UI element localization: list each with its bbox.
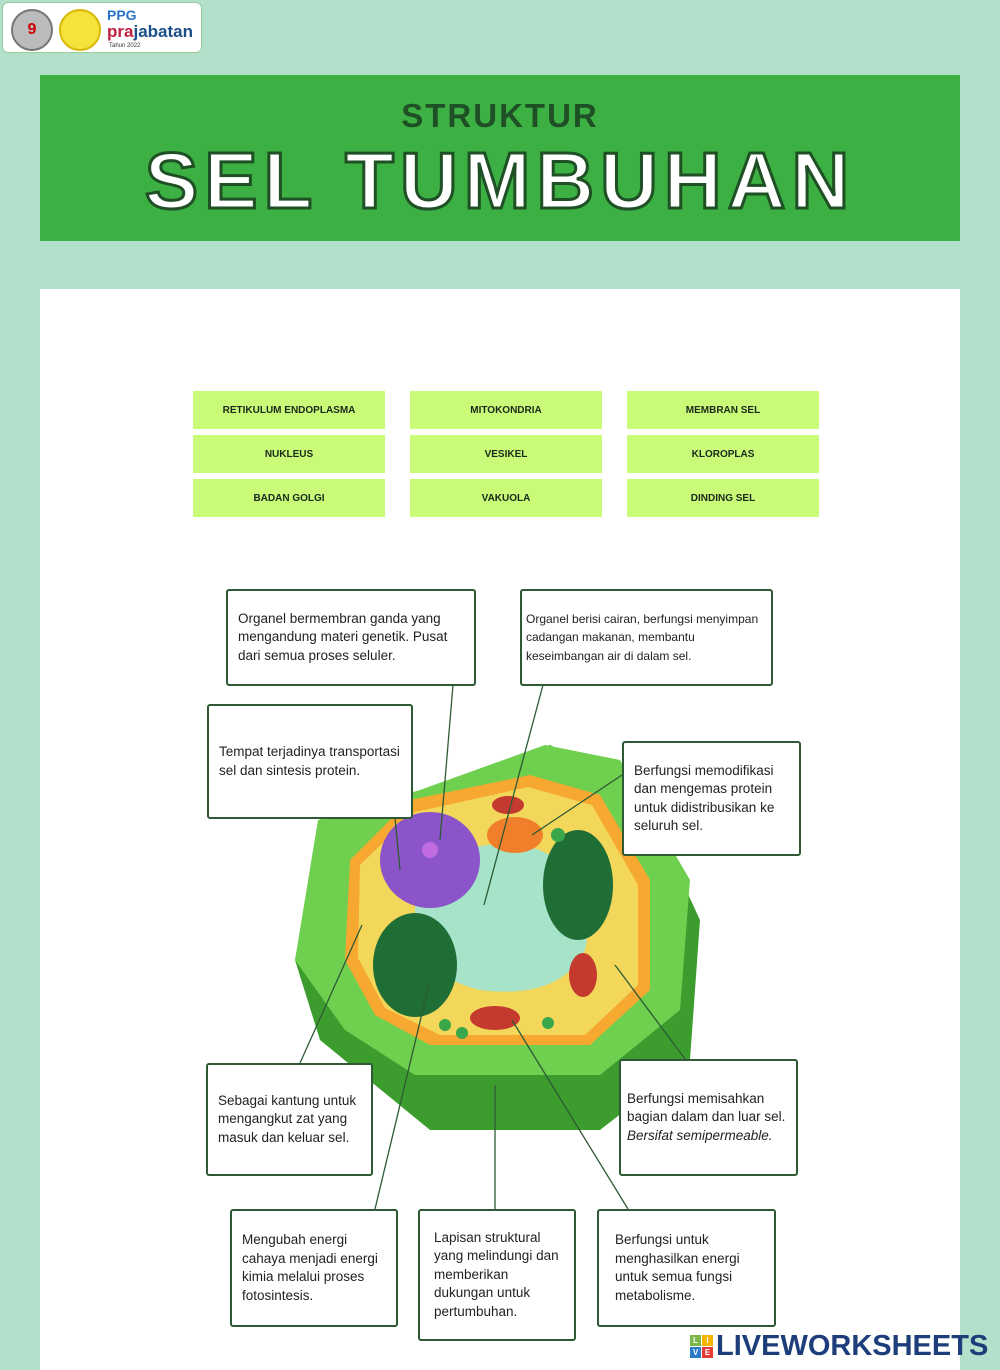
option-vesikel[interactable]: VESIKEL	[410, 435, 602, 473]
page-title: SEL TUMBUHAN	[143, 135, 856, 227]
leader-lines	[299, 684, 686, 1210]
ppg-text: PPG	[107, 7, 137, 23]
nucleolus	[422, 842, 438, 858]
ppg-logo: 9 PPG prajabatan Tahun 2022	[2, 2, 202, 53]
year-text: Tahun 2022	[109, 43, 141, 49]
drop-box-mitokondria[interactable]: Berfungsi untuk menghasilkan energi untu…	[597, 1209, 776, 1327]
drop-box-membran-sel[interactable]: Berfungsi memisahkan bagian dalam dan lu…	[619, 1059, 798, 1176]
drop-box-nukleus[interactable]: Organel bermembran ganda yang mengandung…	[226, 589, 476, 686]
option-vakuola[interactable]: VAKUOLA	[410, 479, 602, 517]
vesicle	[456, 1027, 468, 1039]
drop-box-dinding-sel[interactable]: Lapisan struktural yang melindungi dan m…	[418, 1209, 576, 1341]
mitochondrion	[569, 953, 597, 997]
option-badan-golgi[interactable]: BADAN GOLGI	[193, 479, 385, 517]
drop-box-kloroplas[interactable]: Mengubah energi cahaya menjadi energi ki…	[230, 1209, 398, 1327]
drop-box-vakuola[interactable]: Organel berisi cairan, berfungsi menyimp…	[520, 589, 773, 686]
title-banner: STRUKTUR SEL TUMBUHAN	[40, 75, 960, 241]
institution-seal	[59, 9, 101, 51]
nucleus	[380, 812, 480, 908]
golgi-body	[487, 817, 543, 853]
mitochondrion	[492, 796, 524, 814]
mitochondrion	[470, 1006, 520, 1030]
option-membran-sel[interactable]: MEMBRAN SEL	[627, 391, 819, 429]
option-kloroplas[interactable]: KLOROPLAS	[627, 435, 819, 473]
option-nukleus[interactable]: NUKLEUS	[193, 435, 385, 473]
prajabatan-text: prajabatan	[107, 22, 193, 41]
drop-box-vesikel[interactable]: Sebagai kantung untuk mengangkut zat yan…	[206, 1063, 373, 1176]
university-seal: 9	[11, 9, 53, 51]
drop-box-retikulum-endoplasma[interactable]: Tempat terjadinya transportasi sel dan s…	[207, 704, 413, 819]
vesicle	[439, 1019, 451, 1031]
subtitle: STRUKTUR	[401, 97, 599, 134]
option-dinding-sel[interactable]: DINDING SEL	[627, 479, 819, 517]
chloroplast	[373, 913, 457, 1017]
brand-name: LIVEWORKSHEETS	[716, 1330, 989, 1362]
vesicle	[542, 1017, 554, 1029]
vesicle	[551, 828, 565, 842]
drop-box-badan-golgi[interactable]: Berfungsi memodifikasi dan mengemas prot…	[622, 741, 801, 856]
option-mitokondria[interactable]: MITOKONDRIA	[410, 391, 602, 429]
option-retikulum-endoplasma[interactable]: RETIKULUM ENDOPLASMA	[193, 391, 385, 429]
chloroplast	[543, 830, 613, 940]
